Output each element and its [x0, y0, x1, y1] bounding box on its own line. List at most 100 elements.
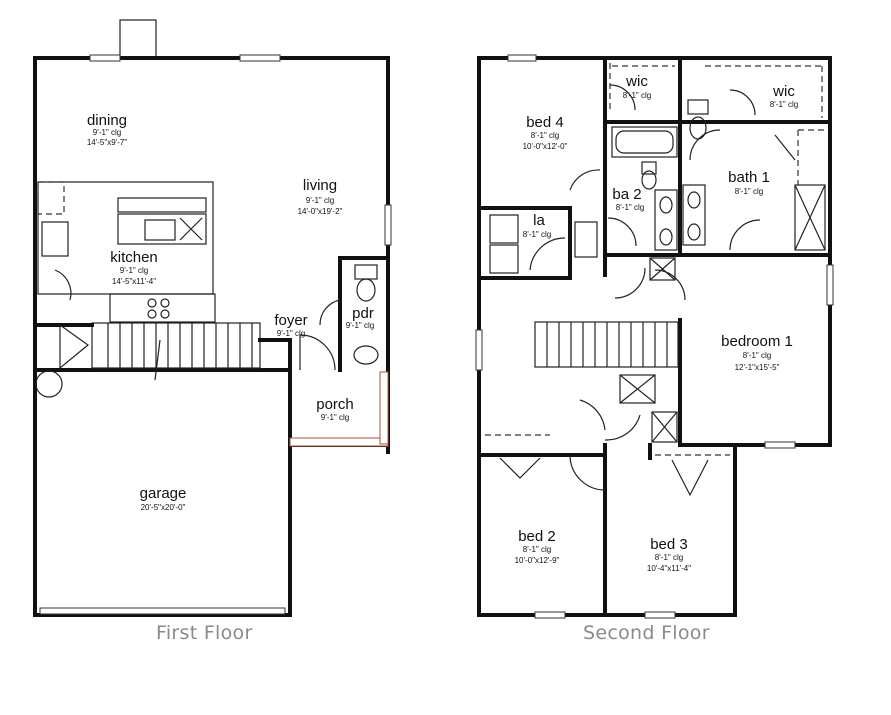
door-swing: [54, 269, 72, 301]
sink: [353, 345, 379, 365]
hvac-x: [651, 411, 678, 443]
door-swing: [604, 414, 641, 441]
room-name-living: living: [303, 177, 337, 194]
kitchen-counter: [117, 213, 207, 245]
room-name-bedroom1: bedroom 1: [721, 333, 793, 350]
door-swing: [729, 219, 761, 251]
porch-rail: [289, 437, 389, 447]
stairs: [534, 321, 679, 368]
closet-door: [499, 457, 541, 479]
stairs: [91, 322, 261, 381]
room-ceiling-bed3: 8'-1" clg: [655, 553, 683, 562]
vanity: [682, 184, 706, 246]
room-ceiling-living: 9'-1" clg: [306, 196, 334, 205]
door-swing: [529, 237, 566, 271]
room-name-kitchen: kitchen: [110, 249, 158, 266]
garage-walls: [33, 368, 292, 617]
vanity: [654, 189, 678, 251]
refrigerator: [41, 221, 69, 257]
closet-door: [774, 134, 796, 161]
hvac: [649, 257, 676, 281]
kitchen-cabinets: [117, 197, 207, 213]
room-ceiling-bath1: 8'-1" clg: [735, 187, 763, 196]
fridge-space: [179, 217, 203, 241]
window: [764, 441, 796, 449]
first-floor-plan: dining 9'-1" clg 14'-5"x9'-7" living 9'-…: [33, 19, 392, 617]
bathtub-basin: [615, 130, 674, 154]
toilet-tank: [687, 99, 709, 115]
sink: [659, 196, 673, 214]
door-swing: [654, 269, 686, 301]
window: [239, 54, 281, 62]
toilet-tank: [641, 161, 657, 175]
room-name-wic-a: wic: [625, 73, 648, 90]
room-ceiling-bedroom1: 8'-1" clg: [743, 351, 771, 360]
room-name-porch: porch: [316, 396, 354, 413]
toilet-bowl: [641, 170, 657, 190]
closet-shelf: [705, 65, 823, 118]
window: [644, 611, 676, 619]
dryer: [489, 244, 519, 274]
door-swing: [299, 334, 336, 371]
door-swing: [609, 84, 636, 111]
attic-access-x: [619, 374, 656, 404]
burner: [147, 309, 157, 319]
sink: [659, 228, 673, 246]
room-ceiling-bed2: 8'-1" clg: [523, 545, 551, 554]
hvac-x: [649, 257, 676, 281]
hvac: [651, 411, 678, 443]
closet-door: [671, 459, 709, 497]
washer: [489, 214, 519, 244]
window: [826, 264, 834, 306]
first-floor-exterior-walls: [33, 56, 390, 617]
room-size-bed2: 10'-0"x12'-9": [515, 556, 560, 565]
room-name-bath1: bath 1: [728, 169, 770, 186]
room-name-garage: garage: [140, 485, 187, 502]
room-name-foyer: foyer: [274, 312, 307, 329]
room-ceiling-pdr: 9'-1" clg: [346, 321, 374, 330]
burner: [160, 298, 170, 308]
pantry: [37, 181, 65, 215]
chimney: [119, 19, 157, 59]
second-floor-caption: Second Floor: [583, 622, 710, 644]
room-ceiling-wic-b: 8'-1" clg: [770, 100, 798, 109]
sink: [687, 191, 701, 209]
window: [475, 329, 483, 371]
linen-closet: [574, 221, 598, 258]
room-size-dining: 14'-5"x9'-7": [87, 138, 127, 147]
second-floor-plan: bed 4 8'-1" clg 10'-0"x12'-0" wic 8'-1" …: [475, 54, 834, 619]
room-size-living: 14'-0"x19'-2": [298, 207, 343, 216]
room-size-bedroom1: 12'-1"x15'-5": [735, 363, 780, 372]
closet-shelf: [609, 63, 675, 110]
door-swing: [569, 169, 601, 191]
room-ceiling-la: 8'-1" clg: [523, 230, 551, 239]
door-swing: [607, 217, 637, 247]
window: [384, 204, 392, 246]
kitchen-island: [109, 293, 216, 323]
shower: [794, 184, 826, 251]
burner: [147, 298, 157, 308]
room-ceiling-wic-a: 8'-1" clg: [623, 91, 651, 100]
second-floor-interior-walls: [477, 56, 832, 617]
room-name-wic-b: wic: [772, 83, 795, 100]
room-name-pdr: pdr: [352, 305, 374, 322]
water-heater: [35, 370, 63, 398]
room-name-ba2: ba 2: [612, 186, 641, 203]
burner: [160, 309, 170, 319]
closet-shelf: [797, 129, 825, 185]
room-ceiling-bed4: 8'-1" clg: [531, 131, 559, 140]
room-ceiling-dining: 9'-1" clg: [93, 128, 121, 137]
room-name-bed3: bed 3: [650, 536, 688, 553]
room-name-bed2: bed 2: [518, 528, 556, 545]
room-ceiling-foyer: 9'-1" clg: [277, 329, 305, 338]
window: [507, 54, 537, 62]
shower-x: [794, 184, 826, 251]
first-floor-caption: First Floor: [156, 622, 253, 644]
door-swing: [729, 89, 756, 116]
room-size-bed3: 10'-4"x11'-4": [647, 564, 691, 573]
toilet-bowl: [356, 278, 376, 302]
sink: [144, 219, 176, 241]
door-swing: [319, 299, 341, 326]
room-size-bed4: 10'-0"x12'-0": [523, 142, 568, 151]
door-swing: [614, 267, 646, 299]
